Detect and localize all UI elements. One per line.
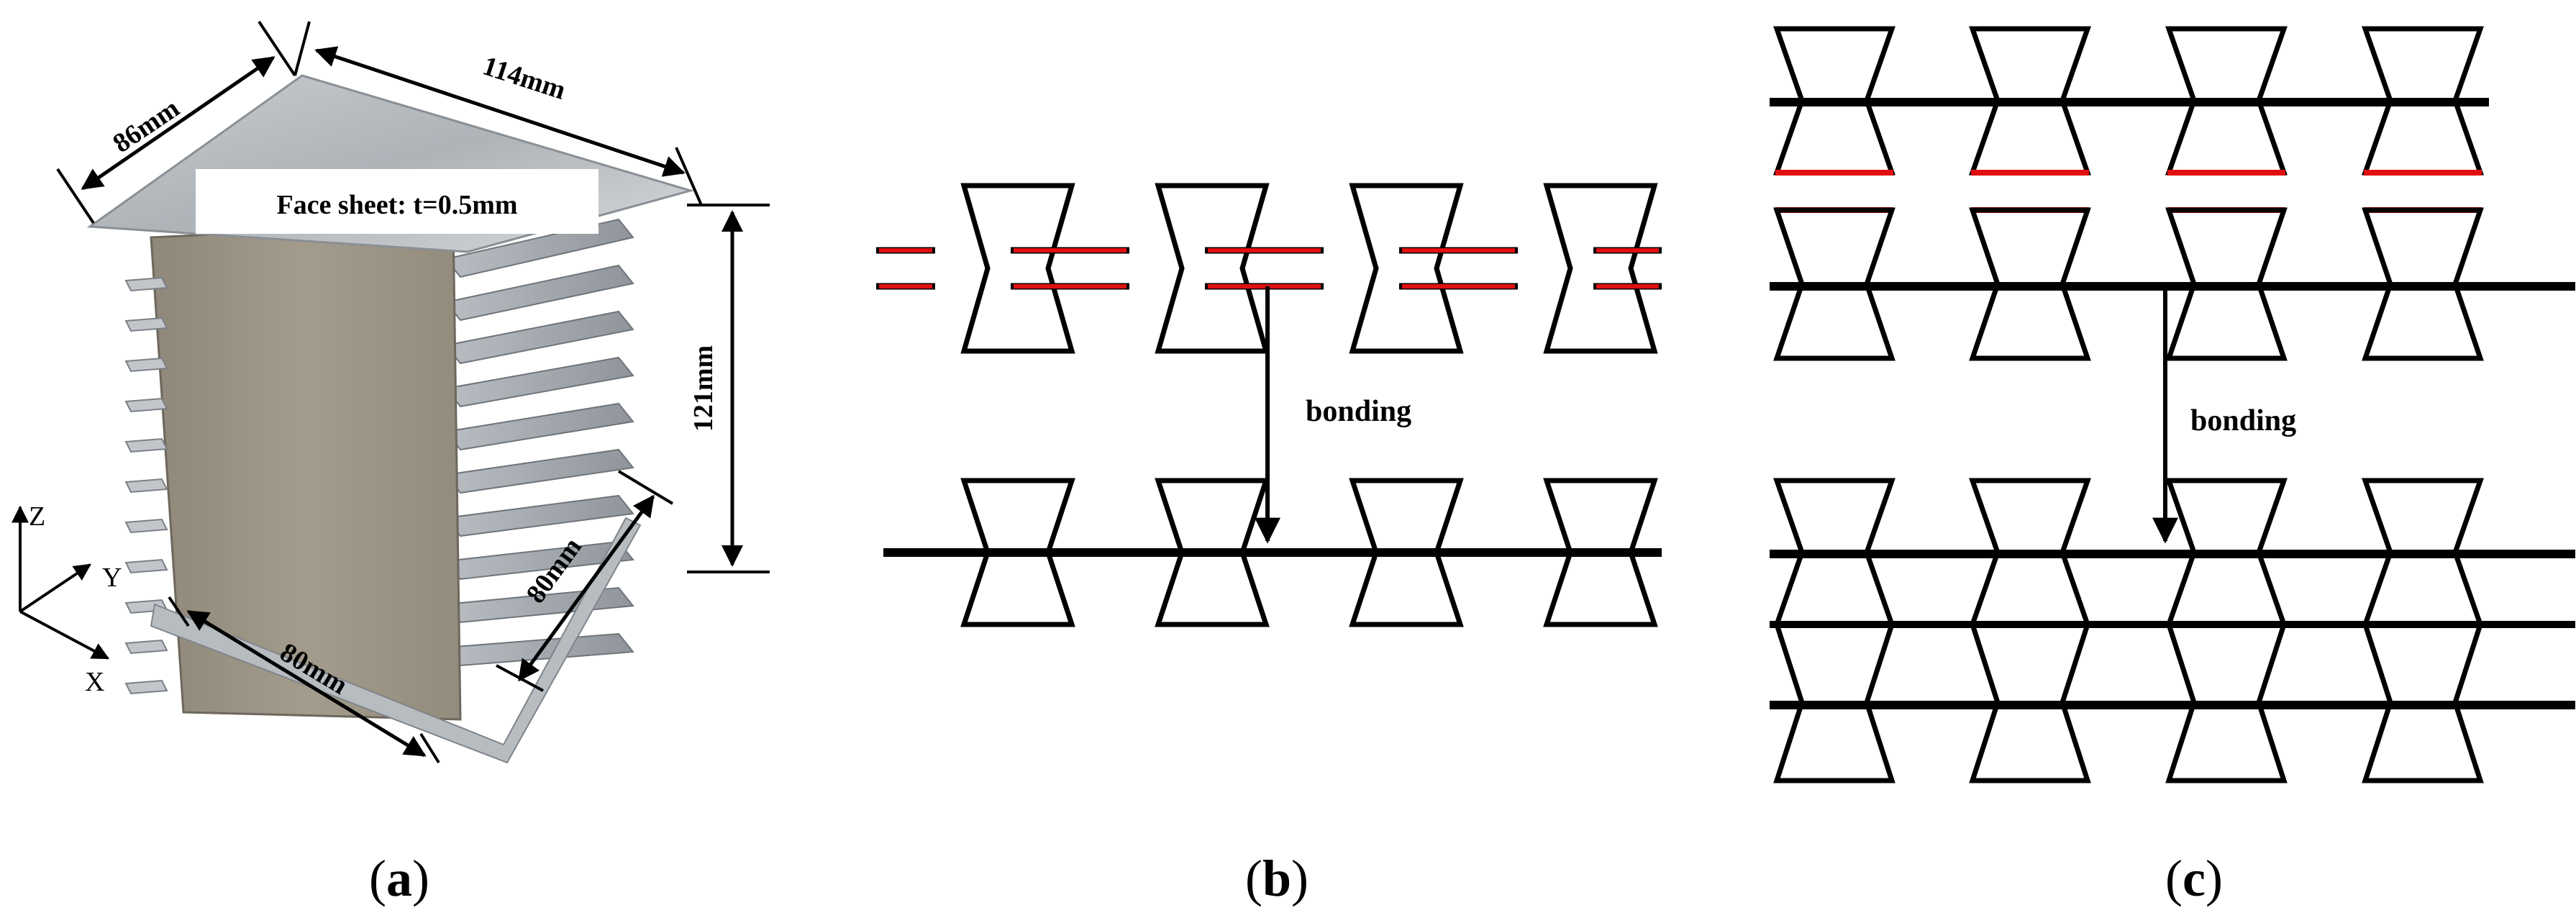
panel-c-label: (c) — [2165, 850, 2223, 907]
axis-z-label: Z — [29, 501, 45, 532]
dim-80b-arrow — [517, 494, 655, 682]
upper-cell-1 — [960, 183, 1075, 354]
panel-b-bonding-label: bonding — [1306, 395, 1411, 428]
left-edge-fins — [124, 276, 168, 695]
left-fin-5 — [124, 437, 168, 453]
panel-a: Face sheet: t=0.5mm 86mm 114mm 121mm 80m… — [11, 20, 770, 907]
axis-x-line — [19, 610, 110, 660]
left-fin-1 — [124, 276, 168, 292]
face-sheet-note: Face sheet: t=0.5mm — [276, 190, 517, 220]
axis-y-label: Y — [102, 563, 122, 593]
dim-80b-ext1 — [617, 470, 674, 505]
dim-114-label: 114mm — [479, 50, 569, 105]
panel-c: bonding (c) — [1770, 26, 2575, 907]
left-fin-3 — [124, 357, 168, 373]
side-fin-4 — [445, 356, 634, 408]
dim-86-ext1 — [56, 168, 95, 224]
left-fin-7 — [124, 518, 168, 534]
core-front-face — [150, 222, 462, 721]
upper-cell-2 — [1155, 183, 1270, 354]
panel-c-lower-block — [1770, 478, 2575, 783]
side-fin-7 — [445, 494, 634, 537]
dim-114-ext — [675, 147, 703, 206]
upper-cell-4 — [1543, 183, 1658, 354]
dim-80a-arrow — [186, 609, 427, 758]
side-fin-6 — [445, 448, 634, 494]
dim-80a-ext1 — [168, 596, 190, 627]
dim-121-label: 121mm — [688, 345, 719, 432]
upper-cell-3 — [1349, 183, 1464, 354]
dim-114-ext2 — [293, 21, 311, 76]
left-fin-10 — [124, 639, 168, 655]
left-fin-11 — [124, 679, 168, 695]
panel-b-lower-row — [883, 478, 1662, 627]
dim-86-arrow — [81, 55, 276, 191]
panel-c-bonding-label: bonding — [2190, 404, 2296, 437]
left-fin-6 — [124, 478, 168, 494]
left-fin-2 — [124, 317, 168, 332]
left-fin-4 — [124, 397, 168, 413]
dim-80a-ext2 — [419, 732, 440, 764]
axis-triad: Z Y X — [11, 501, 122, 697]
panel-c-upper-block — [1770, 26, 2575, 361]
side-fin-5 — [445, 402, 634, 451]
axis-x-label: X — [85, 667, 104, 697]
panel-b: bonding (b) — [876, 183, 1662, 907]
dim-86-ext2 — [258, 20, 296, 77]
axis-y-line — [19, 563, 91, 613]
side-fin-3 — [445, 310, 634, 365]
panel-a-label: (a) — [369, 850, 429, 907]
panel-b-upper-row — [876, 183, 1662, 354]
panel-b-label: (b) — [1245, 850, 1309, 907]
dim-114-arrow — [314, 46, 686, 177]
left-fin-8 — [124, 558, 168, 574]
